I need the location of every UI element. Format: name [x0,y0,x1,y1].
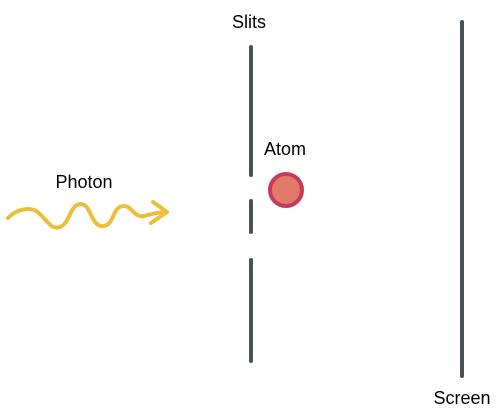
photon-label: Photon [55,172,112,192]
atom-label: Atom [264,139,306,159]
atom-circle [268,172,304,208]
slits-label: Slits [232,12,266,32]
screen-label: Screen [433,388,490,408]
photon-wave-line [6,202,168,230]
photon-wave-arrow [6,200,169,230]
photon-arrowhead [149,200,169,225]
